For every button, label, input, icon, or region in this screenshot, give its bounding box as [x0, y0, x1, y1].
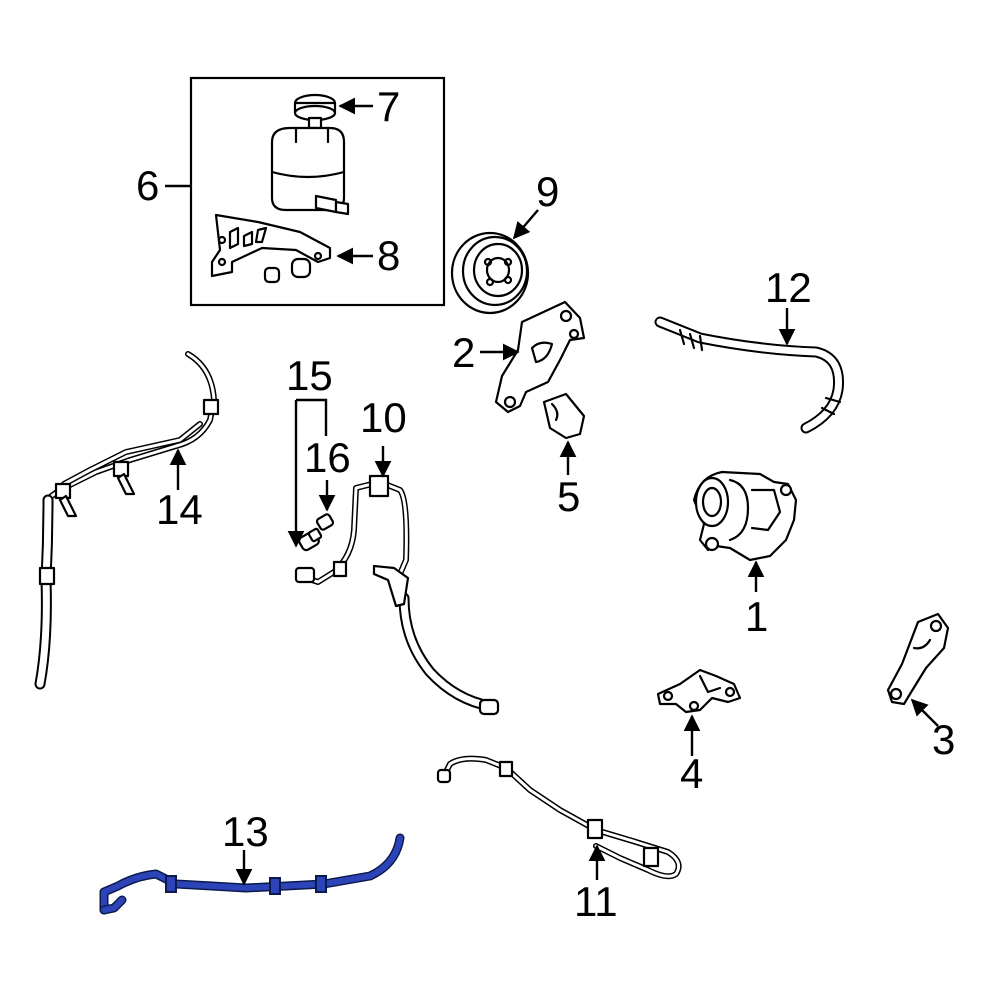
reservoir-bracket [210, 213, 332, 278]
callout-8: 8 [377, 232, 400, 279]
power-steering-pump [692, 470, 798, 592]
return-line [436, 755, 682, 880]
callout-4: 4 [680, 750, 703, 797]
support-bracket [886, 612, 950, 727]
o-ring-fitting-16 [315, 513, 335, 531]
reservoir-tank [270, 126, 350, 216]
callout-10: 10 [360, 394, 407, 441]
return-hose [654, 308, 845, 434]
hose-clamp [165, 875, 177, 893]
highlighted-hose [99, 833, 405, 915]
hose-clamp [315, 875, 327, 893]
fittings-group [287, 398, 336, 552]
callout-1: 1 [745, 593, 768, 640]
pump-spacer [542, 392, 586, 475]
leader-9 [512, 209, 539, 240]
pressure-line [294, 446, 500, 716]
reservoir-cap [293, 93, 337, 130]
callout-9: 9 [536, 168, 559, 215]
callout-7: 7 [377, 83, 400, 130]
callout-15: 15 [286, 352, 333, 399]
o-ring-fitting-15 [298, 527, 323, 552]
callout-6: 6 [136, 162, 159, 209]
callout-12: 12 [765, 264, 812, 311]
callout-16: 16 [304, 434, 351, 481]
callout-labels: 1 2 3 4 5 6 7 8 9 10 11 12 13 14 15 16 [136, 83, 955, 925]
callout-3: 3 [932, 716, 955, 763]
callout-5: 5 [557, 473, 580, 520]
leader-3 [910, 698, 939, 727]
pump-bracket [480, 300, 586, 414]
reservoir-kit-box [189, 76, 446, 307]
hose-clamp [269, 877, 281, 895]
callout-14: 14 [156, 486, 203, 533]
callout-13: 13 [222, 808, 269, 855]
callout-2: 2 [452, 329, 475, 376]
mounting-bracket [656, 668, 742, 756]
pressure-hose-assembly [34, 351, 220, 690]
reservoir-grommets [263, 257, 312, 284]
reservoir-kit-group [165, 76, 446, 307]
pulley [450, 209, 539, 315]
callout-11: 11 [574, 878, 618, 925]
